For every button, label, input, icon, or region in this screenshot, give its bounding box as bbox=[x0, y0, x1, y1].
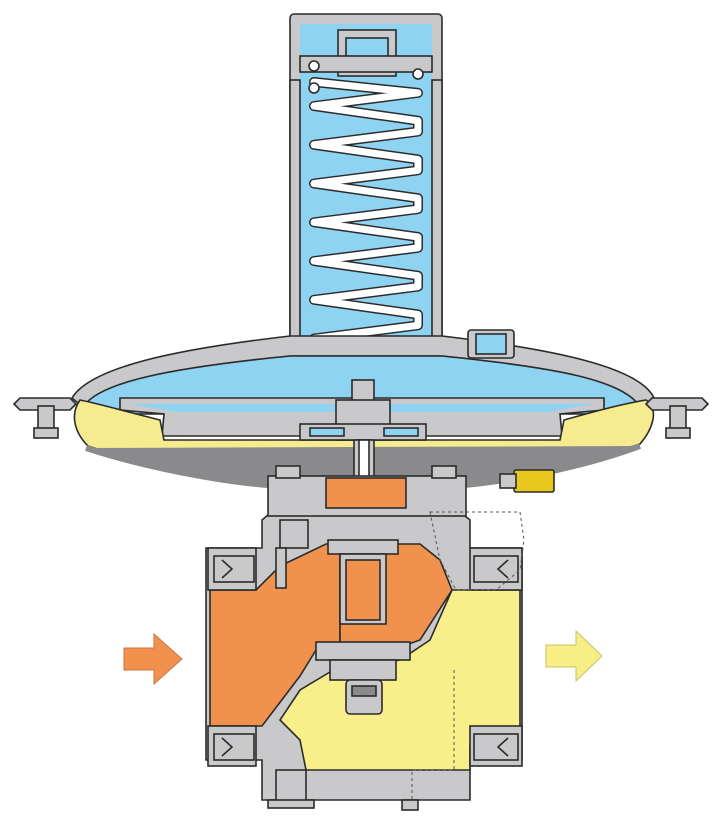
left-flange-bolt bbox=[12, 397, 78, 439]
arrow-right-icon bbox=[123, 632, 183, 686]
pilot-outline bbox=[411, 511, 525, 800]
right-flange-bolt bbox=[644, 397, 710, 439]
outlet-flange-bolts bbox=[473, 555, 519, 761]
arrow-right-icon bbox=[545, 629, 603, 683]
inlet-flange-bolts bbox=[213, 555, 255, 761]
valve-body bbox=[205, 465, 523, 811]
spring-end-ring bbox=[308, 82, 320, 94]
